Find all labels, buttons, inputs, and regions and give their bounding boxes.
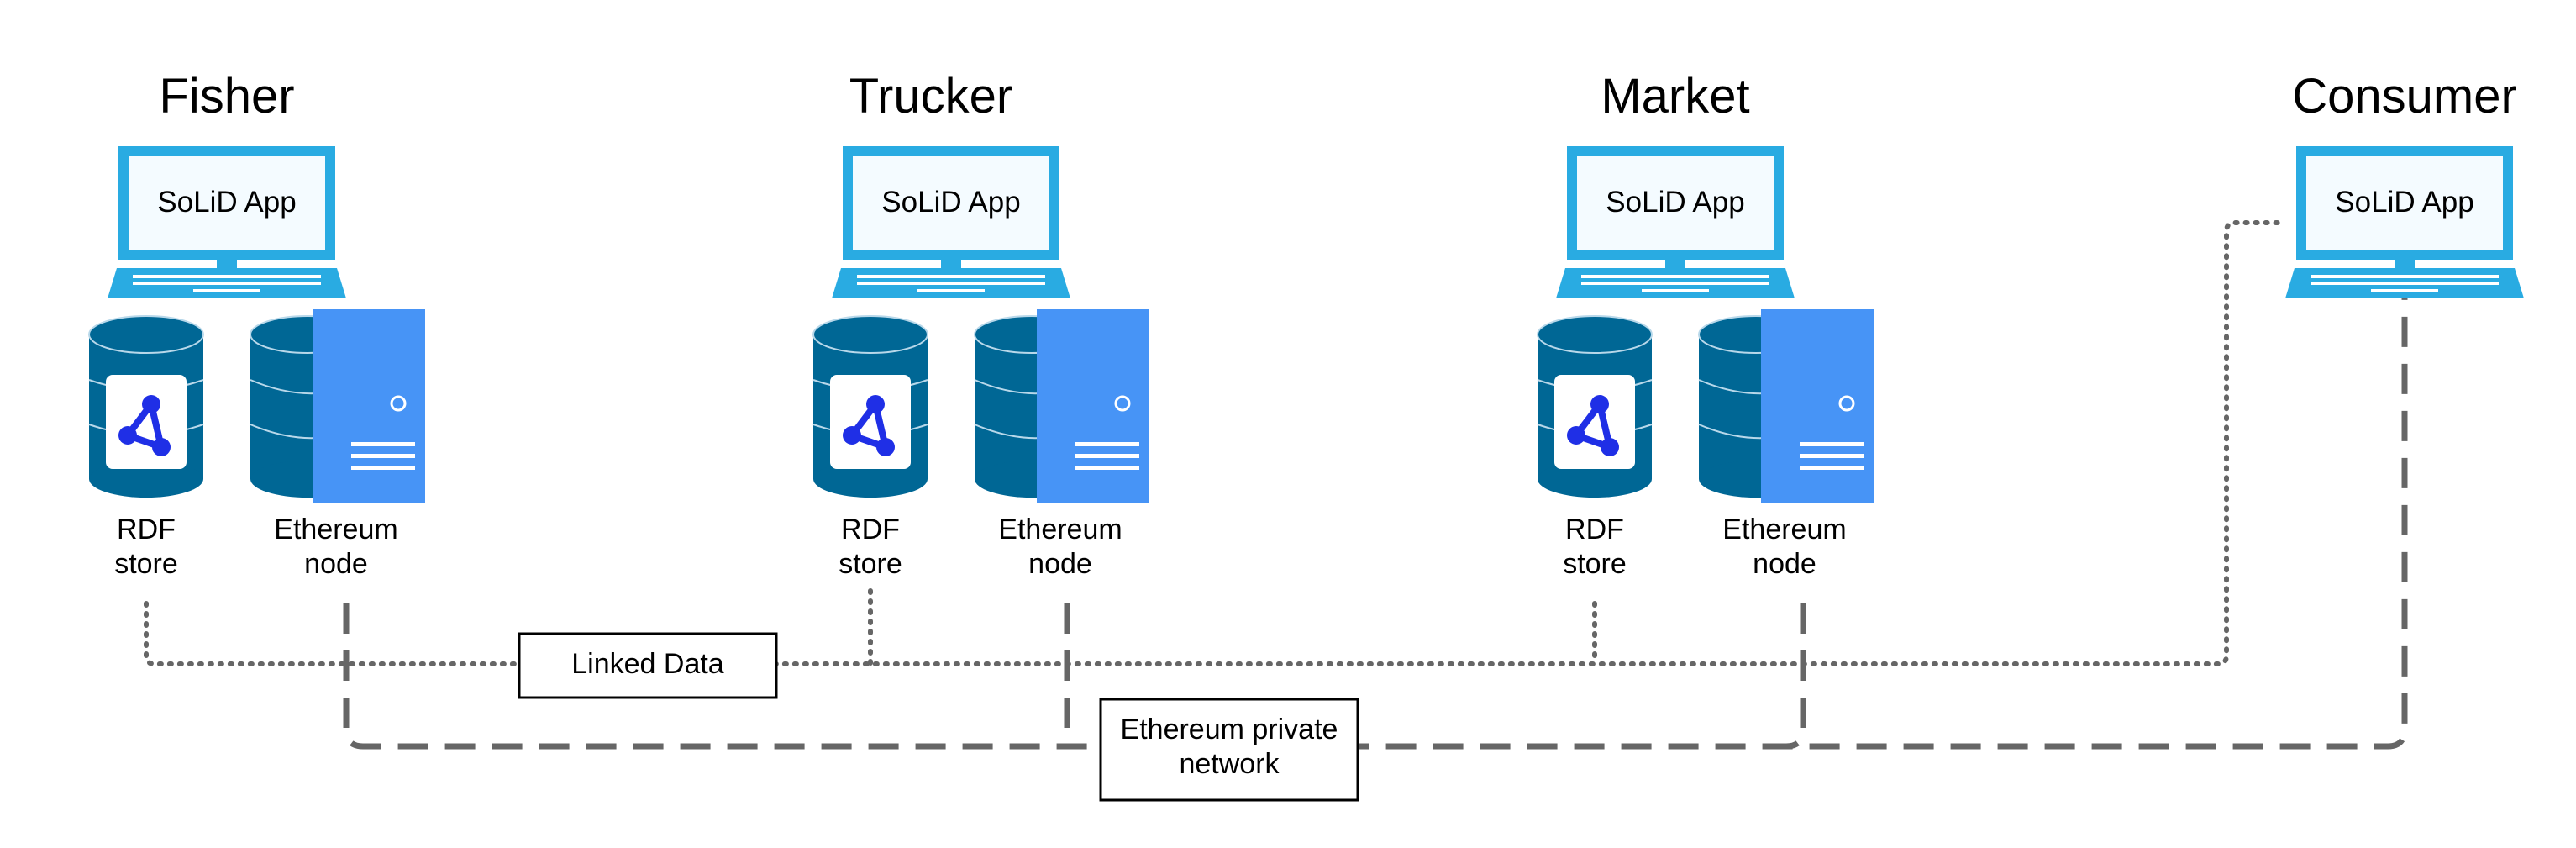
linked-data-label: Linked Data — [571, 648, 724, 680]
ethereum-network-label-box: Ethereum private network — [1099, 698, 1359, 802]
server-icon — [250, 309, 425, 503]
ethereum-drop-market — [1785, 603, 1806, 750]
store-label-line1: RDF — [841, 514, 900, 545]
actor-market: Market SoLiD App — [1537, 69, 1874, 580]
graph-icon — [118, 395, 171, 456]
app-label: SoLiD App — [1606, 186, 1744, 219]
server-icon — [1698, 309, 1874, 503]
ethereum-network-label-line2: network — [1179, 748, 1280, 780]
store-label-line1: RDF — [117, 514, 176, 545]
app-label: SoLiD App — [2335, 186, 2473, 219]
store-label-line2: store — [114, 548, 178, 580]
laptop-icon — [832, 146, 1070, 298]
store-label-line2: store — [1563, 548, 1627, 580]
graph-icon — [843, 395, 895, 456]
actor-title: Market — [1601, 69, 1749, 124]
linked-data-line — [144, 220, 2288, 666]
laptop-icon — [1556, 146, 1795, 298]
database-icon — [88, 315, 204, 498]
graph-icon — [1567, 395, 1619, 456]
node-label-line1: Ethereum — [998, 514, 1122, 545]
server-icon — [974, 309, 1149, 503]
network-connectors — [144, 220, 2408, 750]
laptop-icon — [108, 146, 346, 298]
actor-trucker: Trucker SoLiD App — [812, 69, 1149, 580]
database-icon — [1537, 315, 1653, 498]
node-label-line2: node — [1028, 548, 1092, 580]
node-label-line2: node — [1753, 548, 1816, 580]
store-label-line1: RDF — [1565, 514, 1624, 545]
laptop-icon — [2285, 146, 2524, 298]
app-label: SoLiD App — [157, 186, 296, 219]
ethereum-network-label-line1: Ethereum private — [1121, 714, 1338, 745]
actor-title: Fisher — [159, 69, 294, 124]
database-icon — [812, 315, 928, 498]
linked-data-label-box: Linked Data — [518, 632, 778, 699]
app-label: SoLiD App — [881, 186, 1020, 219]
actor-title: Trucker — [849, 69, 1012, 124]
actor-consumer: Consumer SoLiD App — [2285, 69, 2524, 298]
node-label-line1: Ethereum — [274, 514, 397, 545]
node-label-line2: node — [304, 548, 368, 580]
actor-fisher: Fisher SoLiD App — [88, 69, 425, 580]
store-label-line2: store — [839, 548, 902, 580]
actor-title: Consumer — [2292, 69, 2517, 124]
node-label-line1: Ethereum — [1722, 514, 1846, 545]
